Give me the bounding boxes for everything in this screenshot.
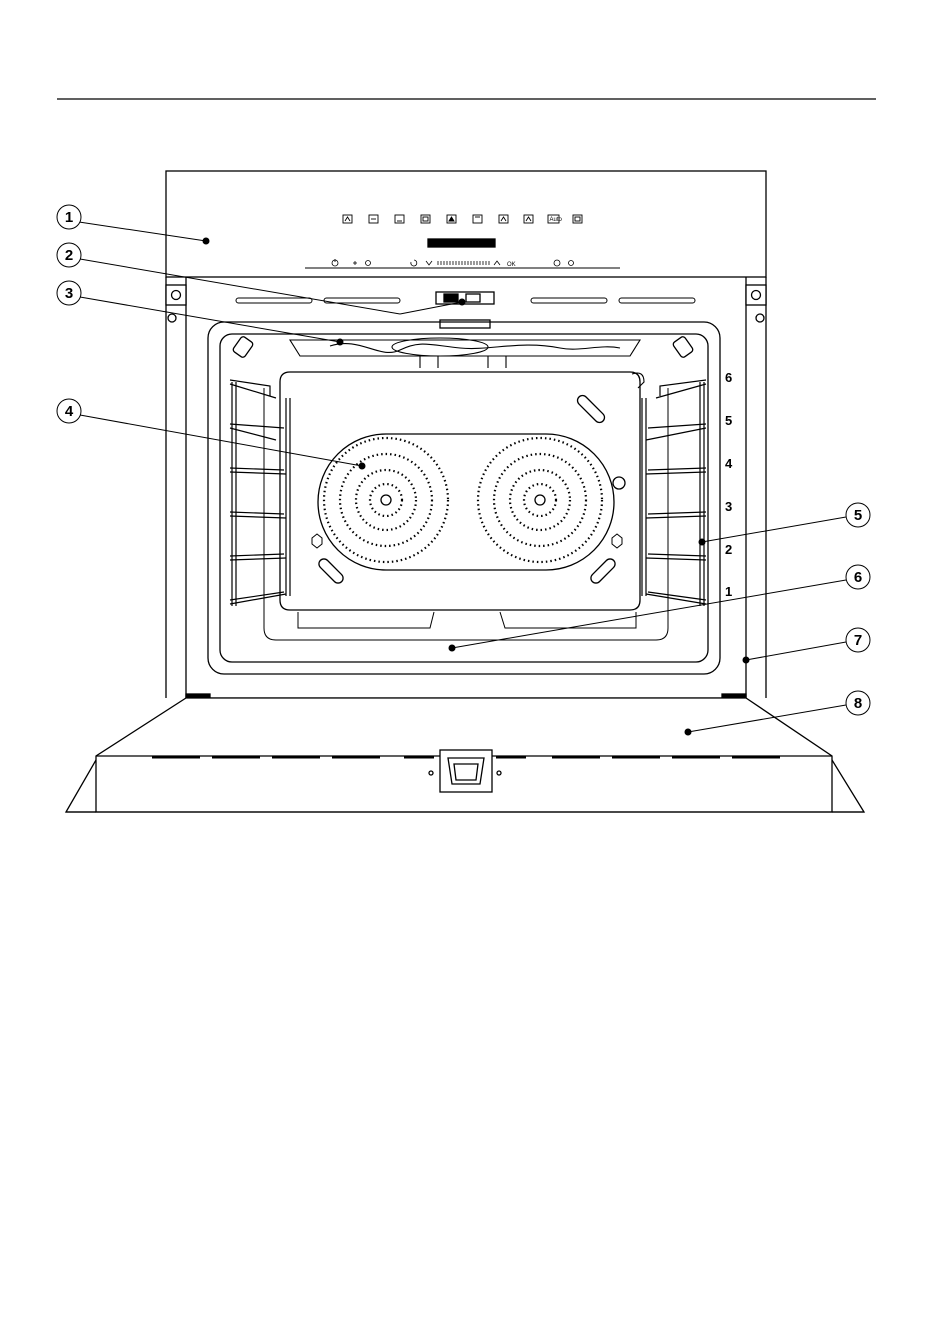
callout-6: 6 bbox=[449, 565, 870, 651]
grill-clip-right bbox=[672, 336, 694, 359]
callout-4-number: 4 bbox=[65, 403, 74, 420]
display bbox=[428, 239, 495, 247]
door-latch bbox=[429, 750, 501, 792]
right-hinge-bracket bbox=[746, 285, 766, 305]
left-hinge-bracket bbox=[166, 285, 186, 305]
shelf-level-2: 2 bbox=[725, 542, 732, 557]
callout-7-number: 7 bbox=[854, 632, 862, 649]
callout-5-number: 5 bbox=[854, 507, 862, 524]
shelf-level-numbers: 6 5 4 3 2 1 bbox=[725, 370, 733, 599]
shelf-level-5: 5 bbox=[725, 413, 732, 428]
callout-8-number: 8 bbox=[854, 695, 862, 712]
fan-left bbox=[324, 438, 448, 562]
callout-6-number: 6 bbox=[854, 569, 862, 586]
callout-7: 7 bbox=[743, 628, 870, 663]
callout-3-number: 3 bbox=[65, 285, 73, 302]
oven-appliance: Auto OK bbox=[66, 171, 864, 812]
callout-2-number: 2 bbox=[65, 247, 73, 264]
fan-cover bbox=[318, 434, 614, 570]
fan-right bbox=[478, 438, 602, 562]
shelf-level-1: 1 bbox=[725, 584, 732, 599]
callout-3: 3 bbox=[57, 281, 343, 345]
shelf-level-6: 6 bbox=[725, 370, 732, 385]
shelf-level-3: 3 bbox=[725, 499, 732, 514]
auto-label: Auto bbox=[550, 217, 563, 223]
shelf-runners-right bbox=[642, 380, 706, 606]
ok-label: OK bbox=[507, 262, 516, 268]
callout-1-number: 1 bbox=[65, 209, 73, 226]
grill-clip-left bbox=[232, 336, 254, 359]
control-panel bbox=[166, 171, 766, 277]
shelf-runners-left bbox=[230, 380, 290, 606]
shelf-level-4: 4 bbox=[725, 456, 733, 471]
oven-cavity bbox=[208, 322, 720, 674]
callout-4: 4 bbox=[57, 399, 365, 469]
